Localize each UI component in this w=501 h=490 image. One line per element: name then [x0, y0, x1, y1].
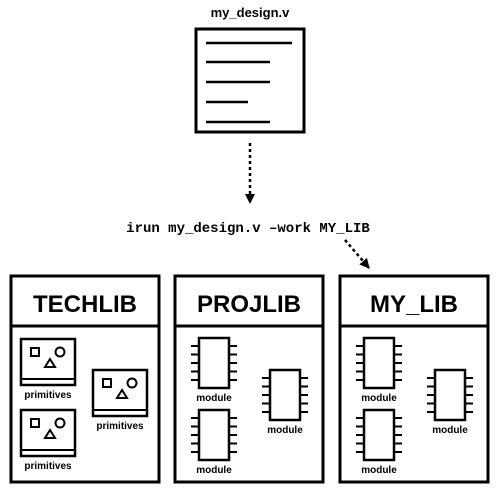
- cell-label: primitives: [96, 421, 144, 432]
- cell-label: primitives: [24, 390, 72, 401]
- primitive-shapes-icon: [19, 408, 77, 458]
- library-name: TECHLIB: [33, 291, 137, 318]
- cell-label: module: [432, 425, 468, 436]
- library-cell: primitives: [91, 368, 149, 432]
- chip-icon: [191, 408, 237, 462]
- library-cell: module: [191, 408, 237, 476]
- cell-label: module: [196, 393, 232, 404]
- library-cell: module: [191, 336, 237, 404]
- library-cell: primitives: [19, 408, 77, 472]
- work-library-arrow: [344, 239, 370, 269]
- command-text: irun my_design.v –work MY_LIB: [126, 221, 370, 237]
- library-name: MY_LIB: [370, 291, 458, 318]
- chip-icon: [191, 336, 237, 390]
- file-name: my_design.v: [211, 5, 291, 20]
- chip-icon: [262, 368, 308, 422]
- chip-icon: [427, 368, 473, 422]
- library-cell: module: [356, 408, 402, 476]
- document-icon: [194, 27, 306, 134]
- primitive-shapes-icon: [91, 368, 149, 418]
- cell-label: module: [361, 465, 397, 476]
- library-cell: module: [356, 336, 402, 404]
- chip-icon: [356, 408, 402, 462]
- library-box-techlib: TECHLIB primitives primitives primitives: [9, 274, 161, 484]
- cell-label: module: [196, 465, 232, 476]
- library-cell: module: [262, 368, 308, 436]
- library-name: PROJLIB: [197, 291, 301, 318]
- chip-icon: [356, 336, 402, 390]
- cell-label: primitives: [24, 461, 72, 472]
- library-box-projlib: PROJLIB module module module: [173, 274, 325, 484]
- cell-label: module: [361, 393, 397, 404]
- library-cell: module: [427, 368, 473, 436]
- primitive-shapes-icon: [19, 337, 77, 387]
- library-cell: primitives: [19, 337, 77, 401]
- cell-label: module: [267, 425, 303, 436]
